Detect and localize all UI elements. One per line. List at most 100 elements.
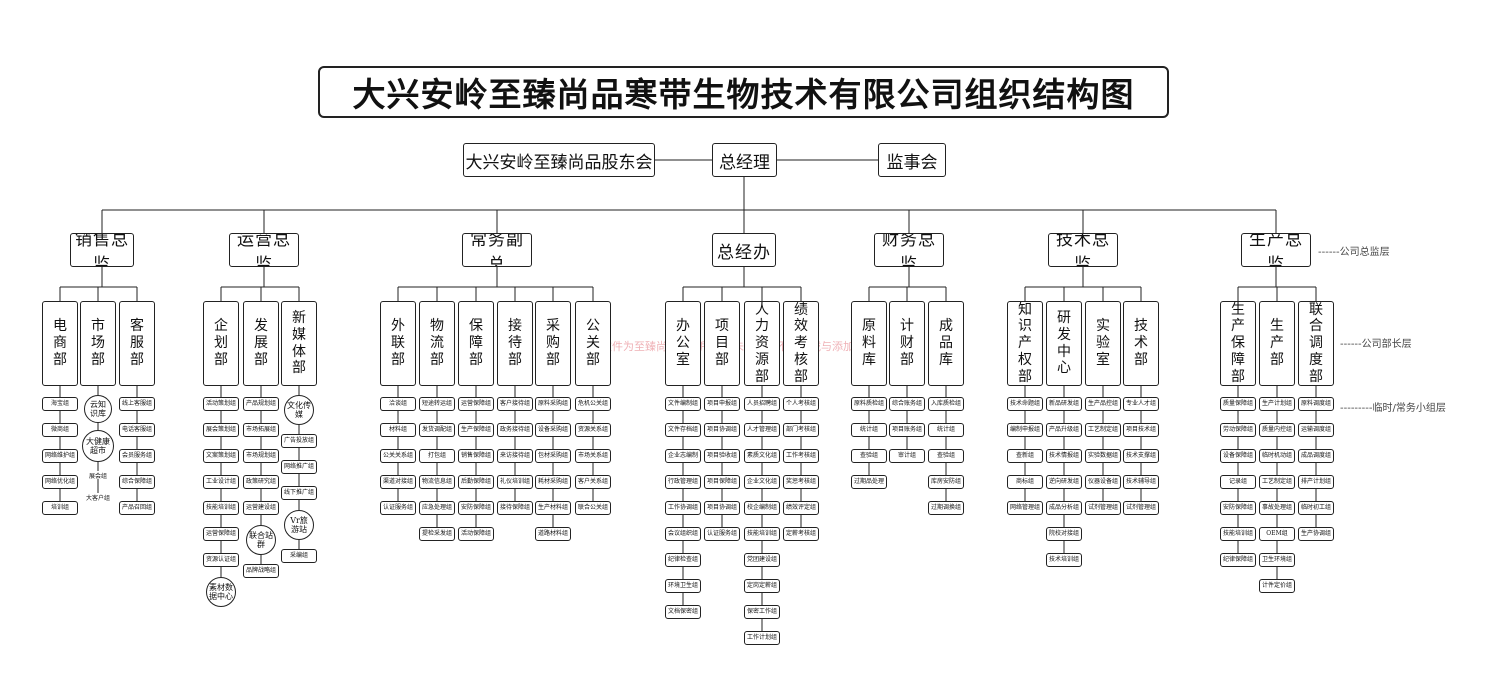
group-box: 技术情报组 [1046, 449, 1082, 463]
group-box: 资源关系组 [575, 423, 611, 437]
group-box: 展会策划组 [203, 423, 239, 437]
group-box: 客户接待组 [497, 397, 533, 411]
group-box: 试剂管理组 [1085, 501, 1121, 515]
group-box: 产品召回组 [119, 501, 155, 515]
group-box: 短途转运组 [419, 397, 455, 411]
group-box: 临时初工组 [1298, 501, 1334, 515]
group-box: 安防保障组 [1220, 501, 1256, 515]
group-box: 绩效评定组 [783, 501, 819, 515]
group-box: 库房安防组 [928, 475, 964, 489]
group-box: 网络维护组 [42, 449, 78, 463]
group-box: 线上客服组 [119, 397, 155, 411]
group-box: 行政管理组 [665, 475, 701, 489]
group-label: 大客户组 [85, 495, 111, 502]
group-box: 原料调度组 [1298, 397, 1334, 411]
group-box: 过期调换组 [928, 501, 964, 515]
group-box: 设备保障组 [1220, 449, 1256, 463]
group-box: 道路材料组 [535, 527, 571, 541]
circle-node: Vr旅游站 [284, 510, 314, 540]
group-box: 市场规划组 [243, 449, 279, 463]
group-box: 商标组 [1007, 475, 1043, 489]
group-box: 查新组 [1007, 449, 1043, 463]
group-box: 技能培训组 [744, 527, 780, 541]
group-box: 项目协调组 [704, 501, 740, 515]
group-box: 危机公关组 [575, 397, 611, 411]
group-box: 技能培训组 [1220, 527, 1256, 541]
department-box: 办公室 [665, 301, 701, 386]
department-box: 生产保障部 [1220, 301, 1256, 386]
group-box: 技术辅导组 [1123, 475, 1159, 489]
group-box: 微商组 [42, 423, 78, 437]
group-box: 定岗定薪组 [744, 579, 780, 593]
group-box: 生产材料组 [535, 501, 571, 515]
group-box: 培训组 [42, 501, 78, 515]
chart-title: 大兴安岭至臻尚品寒带生物技术有限公司组织结构图 [318, 66, 1169, 118]
group-box: 包材采购组 [535, 449, 571, 463]
group-box: 查验组 [851, 449, 887, 463]
department-box: 物流部 [419, 301, 455, 386]
group-box: 项目验收组 [704, 449, 740, 463]
group-box: 原料质检组 [851, 397, 887, 411]
group-box: 临时机动组 [1259, 449, 1295, 463]
group-box: 质量内控组 [1259, 423, 1295, 437]
group-box: 企业志编制 [665, 449, 701, 463]
group-box: 认证服务组 [380, 501, 416, 515]
group-box: 市场拓展组 [243, 423, 279, 437]
group-box: 项目账务组 [889, 423, 925, 437]
group-box: 项目保障组 [704, 475, 740, 489]
department-box: 实验室 [1085, 301, 1121, 386]
group-box: 市场关系组 [575, 449, 611, 463]
group-box: 广告投放组 [281, 434, 317, 448]
group-box: 统计组 [928, 423, 964, 437]
group-box: 保密工作组 [744, 605, 780, 619]
department-box: 接待部 [497, 301, 533, 386]
department-box: 保障部 [458, 301, 494, 386]
division-head-box: 总经办 [712, 233, 776, 267]
group-box: 耗材采购组 [535, 475, 571, 489]
layer-label-directors: ------公司总监层 [1318, 247, 1390, 258]
group-box: 洽谈组 [380, 397, 416, 411]
group-box: 线下推广组 [281, 486, 317, 500]
group-box: 卫生环境组 [1259, 553, 1295, 567]
group-box: 事故处理组 [1259, 501, 1295, 515]
circle-node: 素材数据中心 [206, 577, 236, 607]
group-box: 部门考核组 [783, 423, 819, 437]
group-box: 环境卫生组 [665, 579, 701, 593]
group-box: 定薪考核组 [783, 527, 819, 541]
group-box: 资源认证组 [203, 553, 239, 567]
group-box: 纪律保障组 [1220, 553, 1256, 567]
group-box: 活动保障组 [458, 527, 494, 541]
group-box: 人才管理组 [744, 423, 780, 437]
group-box: 联合公关组 [575, 501, 611, 515]
group-box: 活动策划组 [203, 397, 239, 411]
group-box: 公关关系组 [380, 449, 416, 463]
group-box: 网络优化组 [42, 475, 78, 489]
group-label: 展会组 [88, 473, 108, 480]
department-box: 生产部 [1259, 301, 1295, 386]
group-box: 劳动保障组 [1220, 423, 1256, 437]
group-box: 工作考核组 [783, 449, 819, 463]
department-box: 电商部 [42, 301, 78, 386]
department-box: 公关部 [575, 301, 611, 386]
group-box: 产品规划组 [243, 397, 279, 411]
group-box: 审计组 [889, 449, 925, 463]
department-box: 采购部 [535, 301, 571, 386]
group-box: 专业人才组 [1123, 397, 1159, 411]
group-box: 设备采购组 [535, 423, 571, 437]
group-box: 计件定价组 [1259, 579, 1295, 593]
group-box: 海宝组 [42, 397, 78, 411]
group-box: 材料组 [380, 423, 416, 437]
department-box: 联合调度部 [1298, 301, 1334, 386]
group-box: 应急处理组 [419, 501, 455, 515]
supervisory-board-box: 监事会 [878, 143, 946, 177]
group-box: 生产保障组 [458, 423, 494, 437]
group-box: 运营保障组 [203, 527, 239, 541]
group-box: 文档保密组 [665, 605, 701, 619]
group-box: 原料采购组 [535, 397, 571, 411]
group-box: 技术培训组 [1046, 553, 1082, 567]
group-box: 工作计划组 [744, 631, 780, 645]
department-box: 发展部 [243, 301, 279, 386]
group-box: 产品升级组 [1046, 423, 1082, 437]
